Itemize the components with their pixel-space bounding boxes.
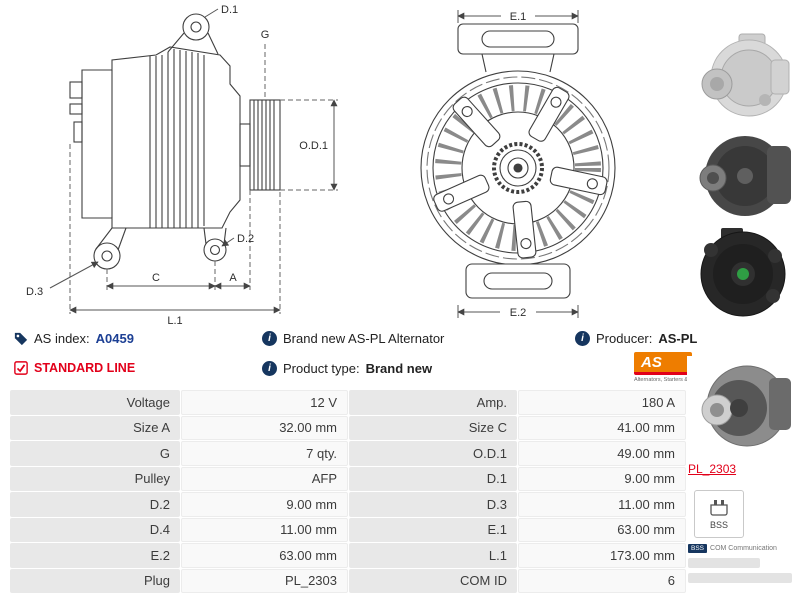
diagram-side-view: D.1 G O.D.1 C A L.1 D.2 D.3 — [26, 4, 338, 327]
product-type-row: i Product type: Brand new — [262, 361, 432, 376]
dim-label-d3: D.3 — [26, 286, 43, 298]
placeholder-bar — [688, 573, 792, 583]
com-communication-row: BSS COM Communication — [688, 544, 777, 553]
spec-label: L.1 — [349, 543, 517, 568]
info-icon: i — [262, 361, 277, 376]
spec-value: 11.00 mm — [518, 492, 686, 517]
spec-value: 63.00 mm — [181, 543, 348, 568]
spec-value: 11.00 mm — [181, 517, 348, 542]
producer-row: i Producer: AS-PL — [575, 331, 697, 346]
product-photo-4[interactable] — [687, 356, 797, 456]
product-type-value: Brand new — [365, 361, 433, 376]
dim-label-od1: O.D.1 — [299, 140, 328, 152]
alternator-photo-rear — [687, 226, 797, 322]
as-index-label: AS index: — [34, 331, 90, 346]
spec-label: Pulley — [10, 466, 180, 491]
spec-value: 9.00 mm — [518, 466, 686, 491]
spec-value: 32.00 mm — [181, 415, 348, 440]
as-index-row: AS index: A0459 — [14, 331, 134, 346]
spec-label: D.2 — [10, 492, 180, 517]
spec-value: AFP — [181, 466, 348, 491]
info-icon: i — [262, 331, 277, 346]
connector-plug-icon — [710, 499, 728, 516]
product-photo-1[interactable] — [687, 30, 797, 126]
checkbox-check-icon — [14, 361, 28, 375]
placeholder-bar — [688, 558, 760, 568]
tag-icon — [14, 332, 28, 345]
spec-label: E.1 — [349, 517, 517, 542]
spec-value: 180 A — [518, 390, 686, 415]
dim-label-l1: L.1 — [167, 315, 182, 327]
product-photo-3[interactable] — [687, 226, 797, 322]
spec-label: Plug — [10, 568, 180, 593]
dim-label-d2: D.2 — [237, 233, 254, 245]
spec-label: Size C — [349, 415, 517, 440]
spec-table: Voltage 12 V Amp. 180 A Size A 32.00 mm … — [10, 390, 686, 593]
spec-label: E.2 — [10, 543, 180, 568]
spec-label: O.D.1 — [349, 441, 517, 466]
bss-badge: BSS — [688, 544, 708, 553]
alternator-photo-front — [687, 356, 797, 456]
spec-label: Amp. — [349, 390, 517, 415]
spec-value: 63.00 mm — [518, 517, 686, 542]
bss-label: BSS — [709, 519, 728, 530]
brand-new-row: i Brand new AS-PL Alternator — [262, 331, 444, 346]
spec-value: 49.00 mm — [518, 441, 686, 466]
aspl-logo-tagline: Alternators, Starters & Parts — [634, 377, 703, 383]
spec-label: D.1 — [349, 466, 517, 491]
plug-code-link[interactable]: PL_2303 — [688, 462, 737, 476]
info-icon: i — [575, 331, 590, 346]
producer-value: AS-PL — [658, 331, 698, 346]
spec-value: 12 V — [181, 390, 348, 415]
aspl-logo-mark: AS — [634, 352, 692, 375]
spec-value: 41.00 mm — [518, 415, 686, 440]
spec-label: D.4 — [10, 517, 180, 542]
spec-label: Voltage — [10, 390, 180, 415]
aspl-logo: AS Alternators, Starters & Parts — [634, 352, 704, 383]
spec-value: 7 qty. — [181, 441, 348, 466]
producer-label: Producer: — [596, 331, 653, 346]
brand-new-text: Brand new AS-PL Alternator — [283, 331, 445, 346]
spec-label: G — [10, 441, 180, 466]
standard-line-row: STANDARD LINE — [14, 361, 135, 375]
dim-label-e2: E.2 — [510, 307, 527, 319]
spec-label: D.3 — [349, 492, 517, 517]
spec-label: Size A — [10, 415, 180, 440]
spec-value: PL_2303 — [181, 568, 348, 593]
spec-label: COM ID — [349, 568, 517, 593]
spec-value: 173.00 mm — [518, 543, 686, 568]
dim-label-e1: E.1 — [510, 11, 527, 23]
alternator-photo-dark — [687, 128, 797, 224]
aspl-logo-text: AS — [641, 353, 662, 371]
product-type-label: Product type: — [283, 361, 360, 376]
standard-line-label: STANDARD LINE — [34, 361, 136, 375]
dim-label-c: C — [152, 272, 160, 284]
as-index-value: A0459 — [95, 331, 134, 346]
spec-value: 9.00 mm — [181, 492, 348, 517]
com-communication-text: COM Communication — [710, 545, 777, 552]
diagram-front-view: E.1 — [420, 7, 616, 319]
spec-value: 6 — [518, 568, 686, 593]
dim-label-d1: D.1 — [221, 4, 238, 16]
alternator-photo-silver — [687, 30, 797, 126]
dim-label-g: G — [261, 29, 270, 41]
dim-label-a: A — [229, 272, 237, 284]
product-photo-2[interactable] — [687, 128, 797, 224]
bss-connector-box: BSS — [694, 490, 744, 538]
